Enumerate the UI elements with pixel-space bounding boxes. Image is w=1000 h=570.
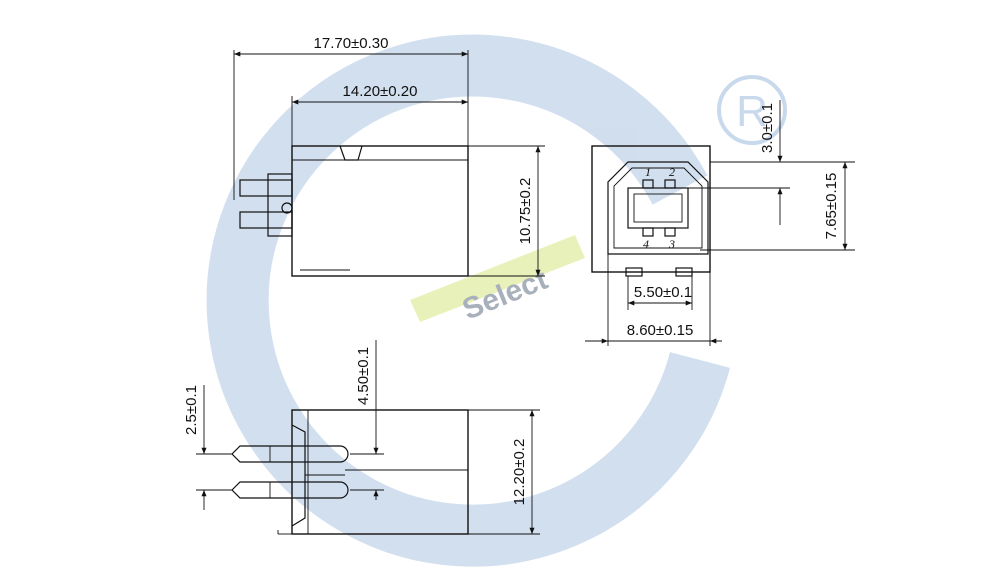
contact-4	[642, 227, 654, 237]
registered-symbol: R	[736, 87, 768, 136]
side-body-outline	[291, 409, 469, 535]
watermark-ring	[206, 34, 730, 567]
contact-1	[642, 179, 654, 189]
front-view: 1 2 4 3 3.0±0.1 7.65±0.15 5.50±0.1 8.60±…	[585, 100, 855, 346]
front-socket-outline	[607, 161, 709, 255]
front-leg-left	[625, 267, 643, 277]
registered-mark: R	[717, 75, 787, 145]
top-pin-block	[267, 173, 293, 237]
front-center-tongue	[627, 187, 689, 229]
top-body-notch	[339, 145, 363, 161]
contact-2	[664, 179, 676, 189]
dim-body-width: 8.60±0.15	[627, 322, 694, 339]
dim-body-length: 14.20±0.20	[343, 83, 418, 100]
dim-pin-row-height: 7.65±0.15	[823, 173, 840, 240]
side-pin-lower	[231, 481, 349, 499]
contact-3	[664, 227, 676, 237]
side-view: 2.5±0.1 4.50±0.1 12.20±0.2	[183, 340, 540, 535]
dim-body-height: 10.75±0.2	[517, 178, 534, 245]
top-view: 17.70±0.30 14.20±0.20 10.75±0.2	[233, 35, 545, 277]
front-leg-right	[675, 267, 693, 277]
front-body-outline	[591, 145, 711, 273]
side-pin-upper	[231, 445, 349, 463]
pin-label-3: 3	[668, 237, 675, 251]
dim-top-offset: 3.0±0.1	[759, 103, 776, 153]
dim-pin-pitch: 2.5±0.1	[183, 385, 200, 435]
dim-pin-spacing: 5.50±0.1	[634, 284, 692, 301]
dim-pin-offset: 4.50±0.1	[355, 347, 372, 405]
pin-label-1: 1	[645, 165, 651, 179]
pin-label-2: 2	[669, 165, 675, 179]
top-pin-hole	[281, 202, 293, 214]
dim-side-height: 12.20±0.2	[511, 439, 528, 506]
front-socket-inner	[613, 167, 703, 249]
front-center-inner	[633, 193, 683, 223]
dim-overall-length: 17.70±0.30	[314, 35, 389, 52]
watermark-band	[410, 235, 585, 322]
registered-circle	[717, 75, 787, 145]
pin-label-4: 4	[643, 237, 649, 251]
watermark-logo: Select	[206, 34, 730, 567]
